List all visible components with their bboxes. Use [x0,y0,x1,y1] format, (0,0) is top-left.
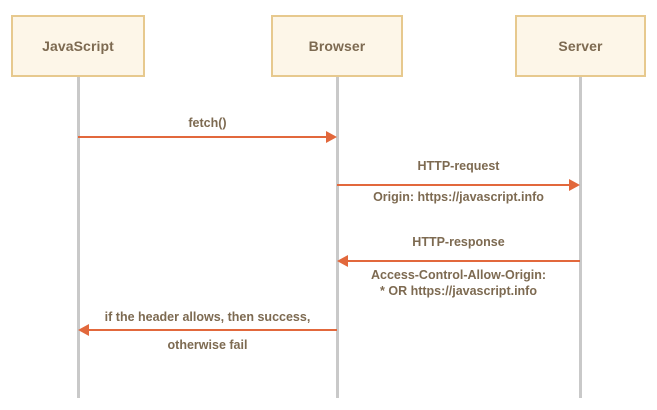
actor-label-javascript: JavaScript [42,38,114,54]
actor-label-server: Server [558,38,603,54]
message-label-result-above: if the header allows, then success, [104,310,311,324]
message-label-http-request-below: Origin: https://javascript.info [373,190,544,204]
message-label-result-below: otherwise fail [167,338,248,352]
message-line-http-request [337,184,569,186]
message-label-fetch-call: fetch() [188,116,227,130]
actor-box-server[interactable]: Server [515,15,646,77]
actor-box-javascript[interactable]: JavaScript [11,15,145,77]
message-label-http-response-above: HTTP-response [412,235,505,249]
arrow-head-http-response [337,255,348,267]
lifeline-browser [335,77,339,398]
message-label-http-response-below: Access-Control-Allow-Origin: * OR https:… [370,268,546,298]
arrow-head-http-request [569,179,580,191]
arrow-head-result-to-javascript [78,324,89,336]
lifeline-javascript [76,77,80,398]
message-label-http-request-above: HTTP-request [417,159,500,173]
actor-box-browser[interactable]: Browser [271,15,403,77]
arrow-head-fetch-call [326,131,337,143]
actor-label-browser: Browser [308,38,366,54]
lifeline-server [578,77,582,398]
message-line-result-to-javascript [89,329,337,331]
message-line-http-response [348,260,580,262]
message-line-fetch-call [78,136,326,138]
